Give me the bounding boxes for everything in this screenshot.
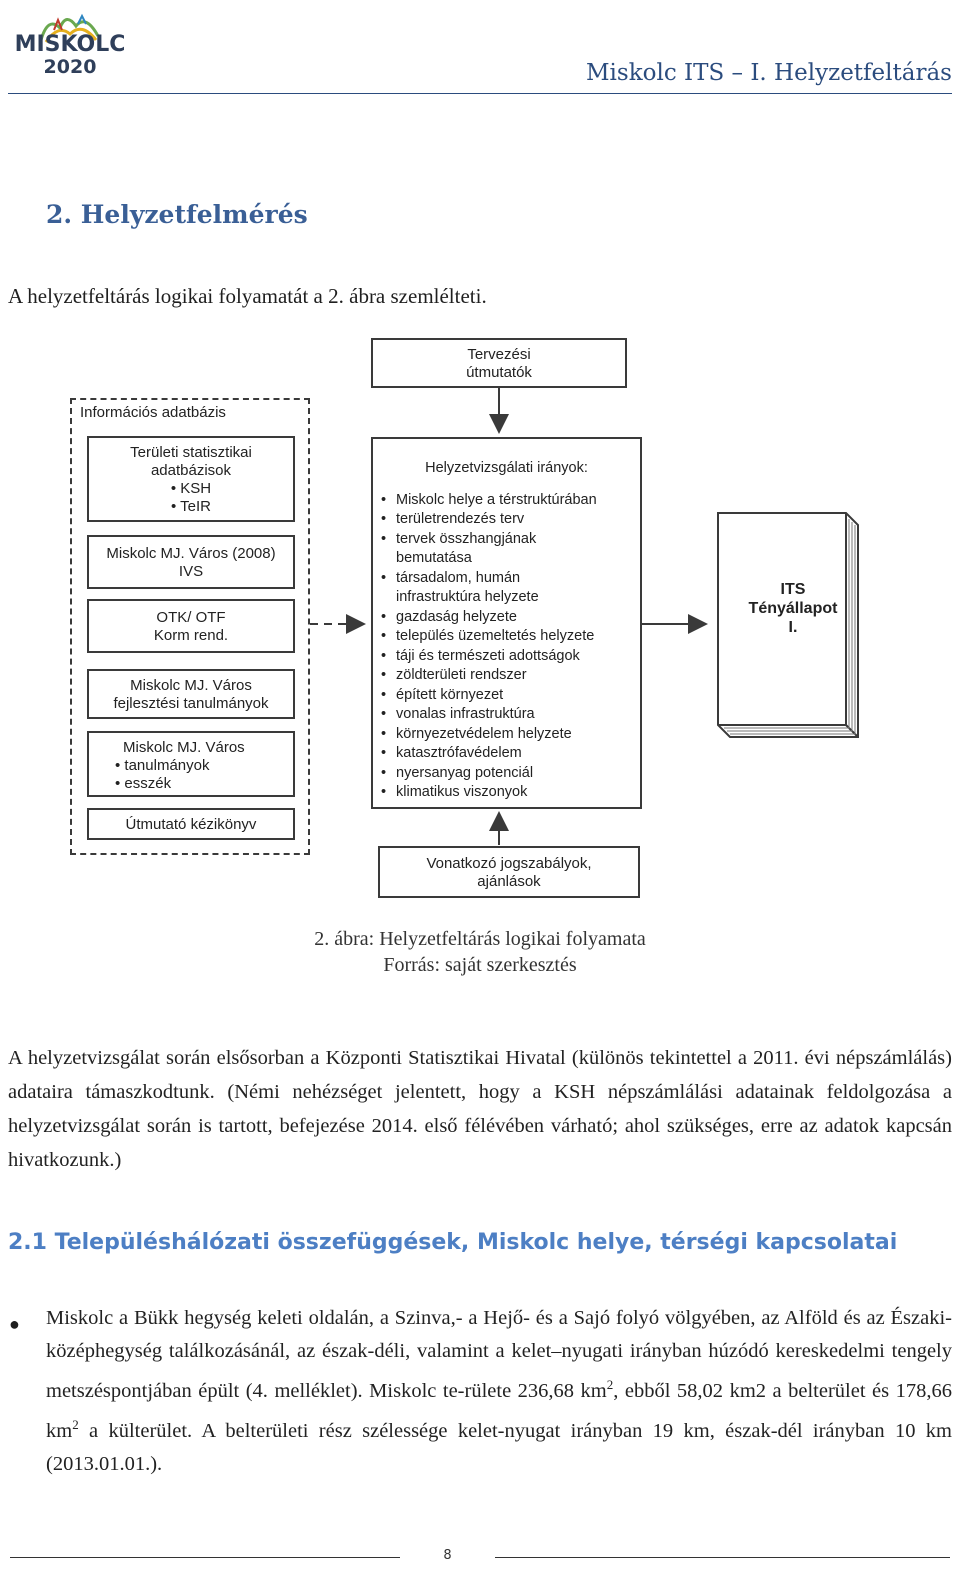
list-item: TeIR (89, 498, 293, 516)
subsection-heading: 2.1 Településhálózati összefüggések, Mis… (8, 1230, 898, 1255)
list-item: nyersanyag potenciál (381, 764, 632, 784)
planning-guides-box: Tervezési útmutatók (371, 338, 627, 388)
list-item-continuation: bemutatása (396, 550, 472, 566)
book-label: ITS Tényállapot I. (728, 580, 858, 637)
list-item: esszék (115, 775, 293, 793)
regulations-box: Vonatkozó jogszabályok, ajánlások (378, 846, 640, 898)
bullet-icon: ● (9, 1314, 20, 1334)
analysis-directions-title: Helyzetvizsgálati irányok: (425, 460, 588, 476)
list-item: KSH (89, 480, 293, 498)
studies-title: Miskolc MJ. Város (123, 739, 245, 756)
footer-rule-right (495, 1557, 950, 1558)
ivs-line2: IVS (178, 563, 204, 580)
list-item: Miskolc helye a térstruktúrában (381, 491, 632, 511)
bullet-part3: a külterület. A belterületi rész széless… (46, 1419, 952, 1475)
bullet-part2: , ebből 58,02 km2 a belterület és 178,66… (46, 1379, 952, 1442)
bullet-part1: Miskolc a Bükk hegység keleti oldalán, a… (46, 1307, 952, 1402)
handbook-box: Útmutató kézikönyv (87, 808, 295, 840)
list-item: tervek összhangjának (381, 530, 632, 550)
analysis-directions-list: Miskolc helye a térstruktúrábanterületre… (381, 491, 632, 803)
logo-year: 2020 (43, 56, 97, 78)
miskolc-2020-logo: MISKOLC 2020 (14, 6, 126, 78)
planning-guides-line2: útmutatók (466, 364, 532, 381)
section-heading: 2. Helyzetfelmérés (46, 200, 308, 229)
figure-source: Forrás: saját szerkesztés (383, 954, 577, 976)
list-item: táji és természeti adottságok (381, 647, 632, 667)
page-number: 8 (443, 1548, 452, 1563)
book-line2: Tényállapot (748, 600, 838, 617)
dev-studies-box: Miskolc MJ. Város fejlesztési tanulmányo… (87, 669, 295, 719)
list-item: társadalom, humán (381, 569, 632, 589)
planning-guides-line1: Tervezési (467, 346, 531, 363)
header-rule (8, 93, 952, 94)
studies-essays-box: Miskolc MJ. Város tanulmányok esszék (87, 731, 295, 797)
list-item: klimatikus viszonyok (381, 783, 632, 803)
list-item: épített környezet (381, 686, 632, 706)
intro-text: A helyzetfeltárás logikai folyamatát a 2… (8, 284, 487, 308)
diagram-arrows (310, 388, 708, 845)
handbook-label: Útmutató kézikönyv (125, 816, 257, 833)
bullet-paragraph: Miskolc a Bükk hegység keleti oldalán, a… (46, 1302, 952, 1481)
regulations-line1: Vonatkozó jogszabályok, (426, 855, 592, 872)
stat-db-box: Területi statisztikai adatbázisok KSH Te… (87, 436, 295, 522)
list-item: vonalas infrastruktúra (381, 705, 632, 725)
regulations-line2: ajánlások (477, 873, 541, 890)
stat-db-title2: adatbázisok (150, 462, 232, 479)
otk-line2: Korm rend. (153, 627, 229, 644)
list-item: gazdaság helyzete (381, 608, 632, 628)
logo-emblem-icon (39, 13, 100, 43)
info-database-frame (70, 398, 310, 855)
list-item: környezetvédelem helyzete (381, 725, 632, 745)
book-icon (717, 512, 859, 738)
stat-db-title1: Területi statisztikai (130, 444, 252, 461)
bullet-sup1: 2 (606, 1377, 614, 1392)
list-item: zöldterületi rendszer (381, 666, 632, 686)
list-item: katasztrófavédelem (381, 744, 632, 764)
header-title: Miskolc ITS – I. Helyzetfeltárás (586, 60, 952, 86)
dev-studies-line1: Miskolc MJ. Város (130, 677, 252, 694)
otk-box: OTK/ OTF Korm rend. (87, 599, 295, 653)
list-item-continuation: infrastruktúra helyzete (396, 589, 539, 605)
bullet-sup2: 2 (72, 1416, 79, 1432)
body-paragraph: A helyzetvizsgálat során elsősorban a Kö… (8, 1047, 952, 1171)
info-database-label: Információs adatbázis (80, 404, 226, 421)
figure-caption: 2. ábra: Helyzetfeltárás logikai folyama… (314, 928, 646, 950)
book-line3: I. (788, 619, 798, 636)
footer-rule-left (10, 1557, 400, 1558)
analysis-directions-box: Helyzetvizsgálati irányok: Miskolc helye… (371, 437, 642, 809)
list-item: területrendezés terv (381, 510, 632, 530)
list-item: tanulmányok (115, 757, 293, 775)
list-item: település üzemeltetés helyzete (381, 627, 632, 647)
logo-text: MISKOLC (14, 32, 126, 57)
dev-studies-line2: fejlesztési tanulmányok (113, 695, 269, 712)
ivs-box: Miskolc MJ. Város (2008) IVS (87, 535, 295, 589)
book-line1: ITS (780, 581, 806, 598)
ivs-line1: Miskolc MJ. Város (2008) (106, 545, 276, 562)
otk-line1: OTK/ OTF (156, 609, 226, 626)
